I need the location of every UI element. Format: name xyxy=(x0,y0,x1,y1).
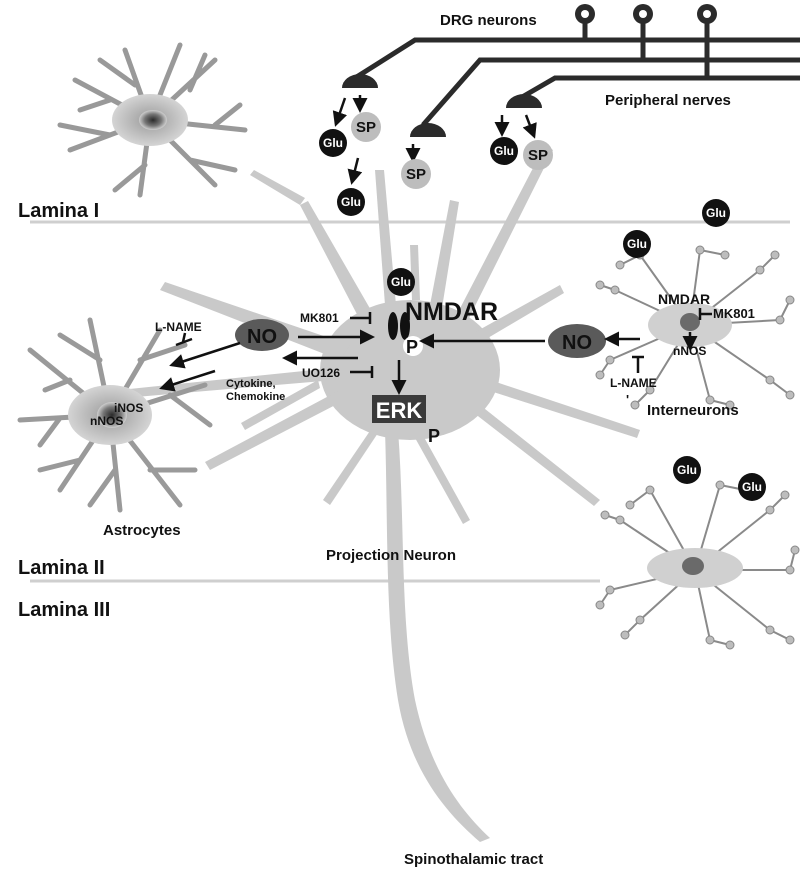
interneuron-upper-nucleus xyxy=(680,313,700,331)
phospho-badge xyxy=(403,336,423,356)
interneuron-lower-nucleus xyxy=(682,557,704,575)
glu-label: Glu xyxy=(677,463,697,477)
spinothalamic-tract-label: Spinothalamic tract xyxy=(404,851,543,868)
astrocytes-label: Astrocytes xyxy=(103,522,181,539)
interneuron-upper xyxy=(599,249,791,406)
glu-label: Glu xyxy=(494,144,514,158)
lamina-3-label: Lamina III xyxy=(18,599,110,621)
pathway-arrows xyxy=(159,329,698,395)
erk-box xyxy=(372,395,426,423)
astrocyte-bottom xyxy=(17,317,213,513)
drg-neurons-label: DRG neurons xyxy=(440,12,537,29)
glu-molecule xyxy=(387,268,415,296)
nmdar-receptor-subunit xyxy=(400,312,410,340)
glu-label: Glu xyxy=(627,237,647,251)
inhibitor-bars xyxy=(175,308,712,378)
sp-label: SP xyxy=(406,166,426,183)
glu-molecule xyxy=(673,456,701,484)
sp-molecule xyxy=(401,159,431,189)
erk-phospho-label: P xyxy=(428,426,440,446)
glu-label: Glu xyxy=(706,206,726,220)
nmdar-label: NMDAR xyxy=(405,298,498,326)
glu-label: Glu xyxy=(323,136,343,150)
nnos-label-interneuron: nNOS xyxy=(673,344,706,358)
l-name-label-right: L-NAME xyxy=(610,376,657,390)
cytokine-label: Cytokine, xyxy=(226,378,276,390)
astrocyte-top-nucleus xyxy=(139,110,167,130)
glu-label: Glu xyxy=(742,480,762,494)
drg-neuron-icons xyxy=(575,4,717,24)
nmdar-receptor-subunit xyxy=(388,312,398,340)
interneurons-label: Interneurons xyxy=(647,402,739,419)
no-label-right: NO xyxy=(562,332,592,354)
nmdar-label-interneuron: NMDAR xyxy=(658,291,710,307)
no-label-left: NO xyxy=(247,326,277,348)
chemokine-label: Chemokine xyxy=(226,391,285,403)
glu-molecule xyxy=(490,137,518,165)
l-name-label-left: L-NAME xyxy=(155,320,202,334)
glu-molecule xyxy=(337,188,365,216)
lamina-2-label: Lamina II xyxy=(18,557,105,579)
release-arrows xyxy=(332,95,537,185)
sp-molecule xyxy=(523,140,553,170)
glu-label: Glu xyxy=(391,275,411,289)
glu-molecule xyxy=(738,473,766,501)
phospho-label: P xyxy=(406,337,418,357)
peripheral-nerves-label: Peripheral nerves xyxy=(605,92,731,109)
sp-molecule xyxy=(351,112,381,142)
inos-label: iNOS xyxy=(114,401,143,415)
mk801-label-right: MK801 xyxy=(713,306,755,321)
mk801-label-left: MK801 xyxy=(300,311,339,325)
sp-label: SP xyxy=(528,147,548,164)
lamina-1-label: Lamina I xyxy=(18,200,99,222)
uo126-label: UO126 xyxy=(302,366,340,380)
glu-molecule xyxy=(623,230,651,258)
astrocyte-bottom-nucleus xyxy=(97,402,127,428)
stray-mark: ' xyxy=(626,392,629,407)
sp-label: SP xyxy=(356,119,376,136)
glu-molecules xyxy=(319,129,766,501)
projection-neuron xyxy=(100,145,640,842)
no-oval-right xyxy=(548,324,606,358)
glu-molecule xyxy=(319,129,347,157)
glu-molecule xyxy=(702,199,730,227)
nnos-label-astrocyte: nNOS xyxy=(90,414,123,428)
interneuron-lower-terminals xyxy=(595,480,800,650)
glu-label: Glu xyxy=(341,195,361,209)
projection-neuron-label: Projection Neuron xyxy=(326,547,456,564)
peripheral-nerve-fibers xyxy=(353,18,800,127)
synaptic-terminals xyxy=(342,74,542,137)
interneuron-upper-terminals xyxy=(595,245,795,410)
no-oval-left xyxy=(235,319,289,351)
erk-label: ERK xyxy=(376,398,423,423)
sp-molecules xyxy=(351,112,553,189)
astrocyte-top xyxy=(57,42,248,198)
